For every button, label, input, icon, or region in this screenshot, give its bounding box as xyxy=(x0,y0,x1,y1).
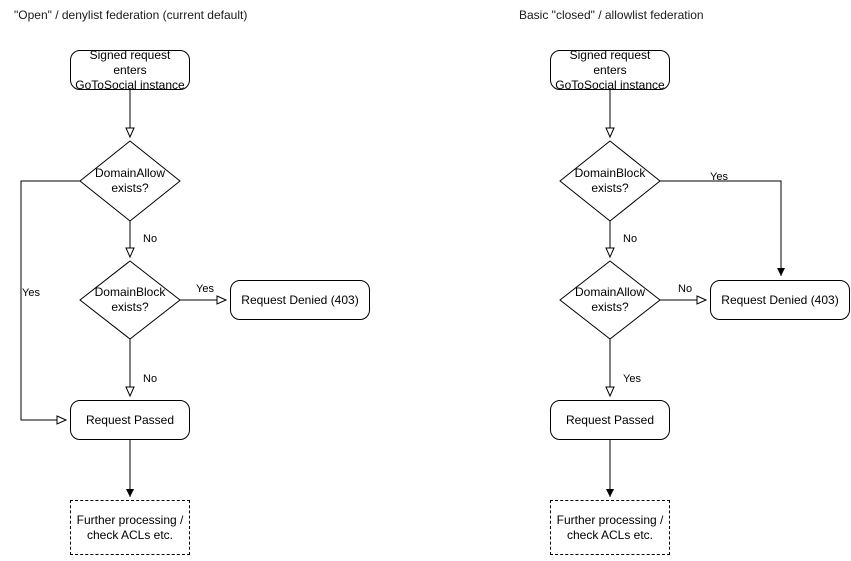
left-diagram-title: "Open" / denylist federation (current de… xyxy=(14,8,248,22)
right-edge-label-domainblock-no: No xyxy=(623,233,638,245)
left-node-start[interactable]: Signed request enters GoToSocial instanc… xyxy=(70,47,190,92)
left-edge-domainallow-yes xyxy=(20,180,80,425)
right-node-request-passed-label: Request Passed xyxy=(565,412,655,427)
right-node-start-label: Signed request enters GoToSocial instanc… xyxy=(555,47,665,92)
left-decision-domainblock-shape[interactable] xyxy=(79,260,181,340)
right-decision-domainblock-shape[interactable] xyxy=(559,140,661,222)
left-node-request-passed[interactable]: Request Passed xyxy=(70,400,190,440)
right-node-further-processing[interactable]: Further processing / check ACLs etc. xyxy=(550,500,670,555)
right-diagram-title: Basic "closed" / allowlist federation xyxy=(519,8,704,22)
left-node-start-label: Signed request enters GoToSocial instanc… xyxy=(75,47,185,92)
left-edge-label-domainallow-yes: Yes xyxy=(22,287,40,299)
left-node-further-processing-label: Further processing / check ACLs etc. xyxy=(76,512,184,542)
left-edge-label-domainblock-yes: Yes xyxy=(196,283,214,295)
left-decision-domainallow-shape[interactable] xyxy=(79,140,181,222)
left-edge-label-domainblock-no: No xyxy=(143,373,158,385)
left-node-request-denied-label: Request Denied (403) xyxy=(241,292,359,307)
right-node-start[interactable]: Signed request enters GoToSocial instanc… xyxy=(550,47,670,92)
left-node-request-passed-label: Request Passed xyxy=(85,412,175,427)
right-node-request-denied[interactable]: Request Denied (403) xyxy=(710,280,850,320)
right-edge-label-domainallow-no: No xyxy=(678,283,693,295)
left-node-request-denied[interactable]: Request Denied (403) xyxy=(230,280,370,320)
right-edge-label-domainallow-yes: Yes xyxy=(623,373,641,385)
right-node-further-processing-label: Further processing / check ACLs etc. xyxy=(556,512,664,542)
left-node-further-processing[interactable]: Further processing / check ACLs etc. xyxy=(70,500,190,555)
left-edge-label-domainallow-no: No xyxy=(143,233,158,245)
right-edge-domainblock-yes xyxy=(660,180,785,276)
right-node-request-passed[interactable]: Request Passed xyxy=(550,400,670,440)
right-edge-label-domainblock-yes: Yes xyxy=(710,171,728,183)
right-node-request-denied-label: Request Denied (403) xyxy=(721,292,839,307)
right-decision-domainallow-shape[interactable] xyxy=(559,260,661,340)
